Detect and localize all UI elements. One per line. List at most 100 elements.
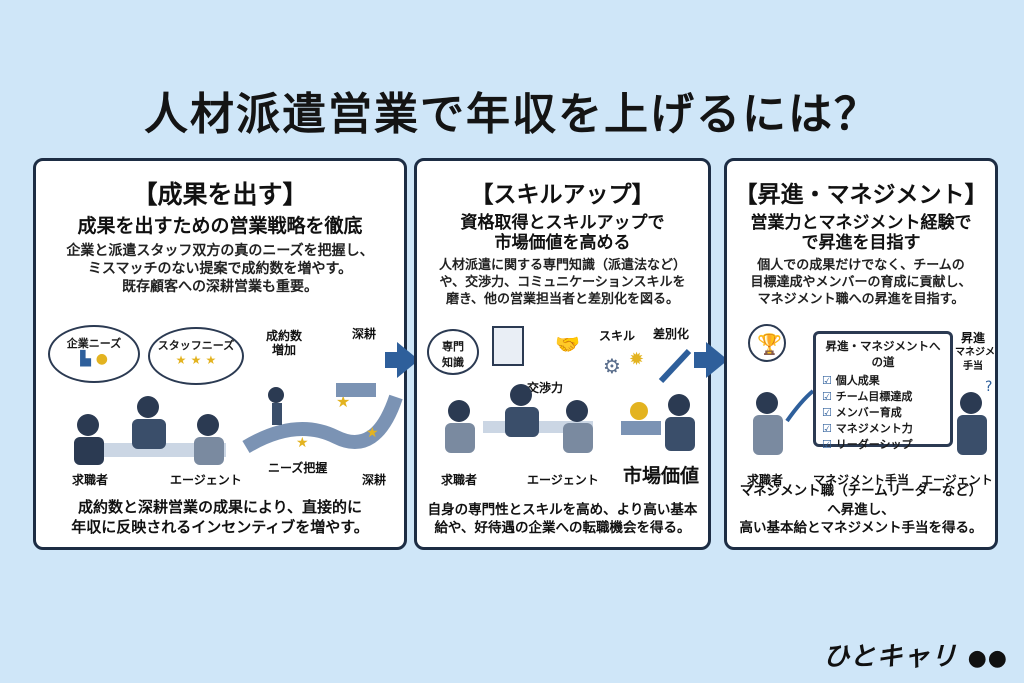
panel-promotion: 【昇進・マネジメント】 営業力とマネジメント経験で で昇進を目指す 個人での成果… — [724, 158, 998, 550]
deep-label-top: 深耕 — [352, 327, 377, 341]
desc-line: や、交渉力、コミュニケーションスキルを — [439, 274, 686, 290]
checklist-item: メンバー育成 — [822, 405, 944, 421]
promo-label-1: 昇進 — [961, 331, 986, 345]
promotion-scene: 🏆 ★ ? — [748, 324, 992, 455]
checklist-item: マネジメント力 — [822, 421, 944, 437]
panel-skillup: 【スキルアップ】 資格取得とスキルアップで 市場価値を高める 人材派遣に関する専… — [414, 158, 711, 550]
agent-label: エージェント — [921, 473, 993, 487]
conclusion-line: 高い基本給とマネジメント手当を得る。 — [739, 519, 983, 536]
yen-coin-icon — [630, 402, 648, 420]
arrow-right-icon — [694, 342, 728, 378]
panel-title: 【成果を出す】 — [132, 180, 308, 209]
arrow-right-icon — [385, 342, 419, 378]
mgmt-allowance-label: マネジメント手当 — [813, 473, 910, 487]
heading-line: 市場価値を高める — [494, 233, 631, 254]
handshake-icon: 🤝 — [555, 332, 580, 356]
person-agent — [960, 392, 982, 414]
agent-label: エージェント — [170, 473, 242, 487]
market-value-label: 市場価値 — [623, 465, 700, 487]
person-client — [566, 400, 588, 422]
illustration-results: 企業ニーズ ▙ ● スタッフニーズ ★ ★ ★ 成約数 増加 深耕 ★ ★ ★ … — [36, 321, 404, 487]
desc-line: 既存顧客への深耕営業も重要。 — [122, 279, 318, 296]
heading-line: で昇進を目指す — [801, 233, 921, 254]
person-runner — [268, 387, 284, 403]
person-seeker — [448, 400, 470, 422]
panel-heading: 成果を出すための営業戦略を徹底 — [77, 215, 363, 237]
panel-title: 【スキルアップ】 — [470, 182, 655, 208]
increase-label: 増加 — [272, 343, 297, 357]
panel-conclusion: 成約数と深耕営業の成果により、直接的に 年収に反映されるインセンティブを増やす。 — [36, 497, 404, 538]
desc-line: 企業と派遣スタッフ双方の真のニーズを把握し、 — [66, 242, 374, 259]
illustration-skillup: 専門 知識 スキル 差別化 交渉力 🤝 ⚙ ✹ 求職者 エージェント 市場価値 — [417, 321, 708, 487]
job-seeker-label: 求職者 — [72, 473, 109, 487]
conclusion-line: 成約数と深耕営業の成果により、直接的に — [77, 497, 363, 516]
promo-label-2: マネジメント — [955, 347, 995, 358]
job-seeker-label: 求職者 — [747, 473, 784, 487]
person-agent — [510, 384, 532, 406]
negotiation-label: 交渉力 — [527, 381, 564, 395]
skill-scene: 🤝 ⚙ ✹ — [445, 326, 695, 453]
promotion-checklist: 昇進・マネジメントへの道 個人成果 チーム目標達成 メンバー育成 マネジメント力… — [813, 331, 953, 451]
brand-logo: ひとキャリ ●● — [823, 636, 1008, 673]
gear-icon: ⚙ — [603, 354, 621, 378]
meeting-scene: ★ ★ ★ — [74, 383, 403, 465]
desc-line: 目標達成やメンバーの育成に貢献し、 — [750, 274, 972, 290]
bubble-label: 知識 — [442, 356, 464, 369]
bubble-label: 企業ニーズ — [66, 337, 122, 350]
panel-description: 企業と派遣スタッフ双方の真のニーズを把握し、 ミスマッチのない提案で成約数を増や… — [36, 242, 404, 297]
staff-needs-bubble: スタッフニーズ ★ ★ ★ — [148, 327, 244, 385]
expert-knowledge-bubble: 専門 知識 — [427, 329, 479, 375]
document-icon — [492, 326, 524, 366]
money-stack-icon — [336, 383, 376, 397]
desc-line: マネジメント職への昇進を目指す。 — [757, 291, 965, 307]
contracts-label: 成約数 — [266, 329, 303, 343]
desc-line: 人材派遣に関する専門知識（派遣法など） — [438, 257, 686, 273]
conclusion-line: 給や、好待遇の企業への転職機会を得る。 — [434, 519, 691, 536]
illustration-promotion: 🏆 ★ ? 昇進・マネジメントへの道 個人成果 チーム目標達成 メンバー育成 マ… — [727, 321, 995, 487]
heading-line: 資格取得とスキルアップで — [460, 213, 665, 233]
conclusion-line: 自身の専門性とスキルを高め、より高い基本 — [427, 501, 698, 518]
heading-line: 営業力とマネジメント経験で — [750, 213, 972, 233]
desc-line: 磨き、他の営業担当者と差別化を図る。 — [445, 291, 680, 307]
person-agent — [137, 396, 159, 418]
people-icon: ●● — [967, 646, 1008, 671]
table-shape — [96, 443, 226, 457]
panel-description: 人材派遣に関する専門知識（派遣法など） や、交渉力、コミュニケーションスキルを … — [417, 258, 708, 309]
panel-conclusion: マネジメント職（チームリーダーなど）へ昇進し、 高い基本給とマネジメント手当を得… — [727, 482, 995, 537]
panel-heading: 資格取得とスキルアップで 市場価値を高める — [417, 213, 708, 254]
bubble-label: 専門 — [442, 340, 464, 353]
person-woman — [668, 394, 690, 416]
page-title: 人材派遣営業で年収を上げるには？ — [144, 89, 880, 140]
building-icon: ▙ ● — [80, 351, 108, 367]
conclusion-line: マネジメント職（チームリーダーなど）へ昇進し、 — [739, 483, 983, 518]
star-icon: ★ ★ ★ — [175, 353, 217, 367]
agent-label: エージェント — [527, 473, 599, 487]
conclusion-line: 年収に反映されるインセンティブを増やす。 — [71, 517, 369, 536]
job-seeker-label: 求職者 — [441, 473, 478, 487]
skill-label: スキル — [599, 329, 636, 343]
growth-road — [242, 394, 403, 454]
person-seeker — [756, 392, 778, 414]
lightbulb-icon: ✹ — [629, 349, 644, 370]
question-icon: ? — [985, 379, 992, 395]
money-stack-icon — [621, 421, 661, 435]
panel-heading: 営業力とマネジメント経験で で昇進を目指す — [727, 213, 995, 254]
desc-line: ミスマッチのない提案で成約数を増やす。 — [87, 260, 353, 277]
up-arrow-icon — [658, 348, 692, 384]
panel-conclusion: 自身の専門性とスキルを高め、より高い基本 給や、好待遇の企業への転職機会を得る。 — [417, 501, 708, 537]
bubble-label: スタッフニーズ — [157, 339, 235, 352]
checklist-item: 個人成果 — [822, 373, 944, 389]
star-icon: ★ — [296, 435, 309, 451]
checklist-item: リーダーシップ — [822, 437, 944, 453]
trophy-icon: 🏆 — [757, 332, 782, 356]
deep-label-bottom: 深耕 — [362, 473, 387, 487]
person-seeker — [77, 414, 99, 436]
panel-description: 個人での成果だけでなく、チームの 目標達成やメンバーの育成に貢献し、 マネジメン… — [727, 258, 995, 309]
company-needs-bubble: 企業ニーズ ▙ ● — [48, 325, 140, 383]
checklist-title: 昇進・マネジメントへの道 — [825, 339, 941, 369]
checklist-item: チーム目標達成 — [822, 389, 944, 405]
person-client — [197, 414, 219, 436]
yen-coin-icon: ● — [95, 351, 108, 367]
star-icon: ★ — [366, 425, 379, 441]
needs-grasp-label: ニーズ把握 — [268, 461, 328, 475]
